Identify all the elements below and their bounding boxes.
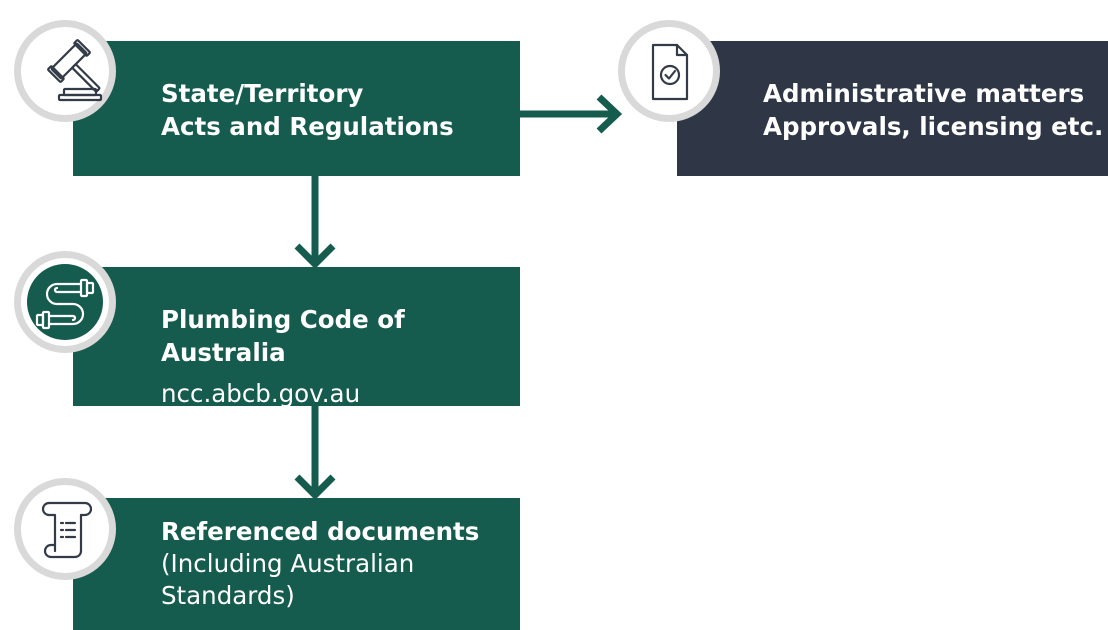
acts-regulations-text: State/Territory Acts and Regulations <box>161 77 454 143</box>
referenced-title: Referenced documents <box>161 517 480 546</box>
acts-line2: Acts and Regulations <box>161 112 454 141</box>
gavel-icon <box>47 39 103 102</box>
pipe-icon <box>27 264 103 340</box>
admin-line2: Approvals, licensing etc. <box>763 112 1104 141</box>
acts-regulations-box: State/Territory Acts and Regulations <box>73 41 520 176</box>
referenced-line2: (Including Australian <box>161 549 415 578</box>
gavel-icon-circle <box>14 20 116 122</box>
scroll-icon-circle <box>14 478 116 580</box>
plumbing-code-box: Plumbing Code of Australia ncc.abcb.gov.… <box>73 267 520 408</box>
document-check-icon-circle <box>618 20 720 122</box>
referenced-documents-text: Referenced documents (Including Australi… <box>161 516 479 612</box>
document-check-icon <box>651 43 689 101</box>
plumbing-title: Plumbing Code of Australia <box>161 305 405 367</box>
referenced-documents-box: Referenced documents (Including Australi… <box>73 498 520 630</box>
arrowhead-acts-to-admin <box>596 94 623 134</box>
referenced-line3: Standards) <box>161 581 295 610</box>
arrowhead-plumbing-to-referenced <box>294 474 336 500</box>
scroll-icon <box>41 501 93 559</box>
arrowhead-acts-to-plumbing <box>294 243 336 269</box>
administrative-matters-box: Administrative matters Approvals, licens… <box>677 41 1108 176</box>
admin-line1: Administrative matters <box>763 79 1085 108</box>
acts-line1: State/Territory <box>161 79 364 108</box>
plumbing-code-text: Plumbing Code of Australia ncc.abcb.gov.… <box>161 303 520 410</box>
pipe-icon-circle <box>14 251 116 353</box>
plumbing-url: ncc.abcb.gov.au <box>161 379 361 408</box>
administrative-matters-text: Administrative matters Approvals, licens… <box>763 77 1103 143</box>
